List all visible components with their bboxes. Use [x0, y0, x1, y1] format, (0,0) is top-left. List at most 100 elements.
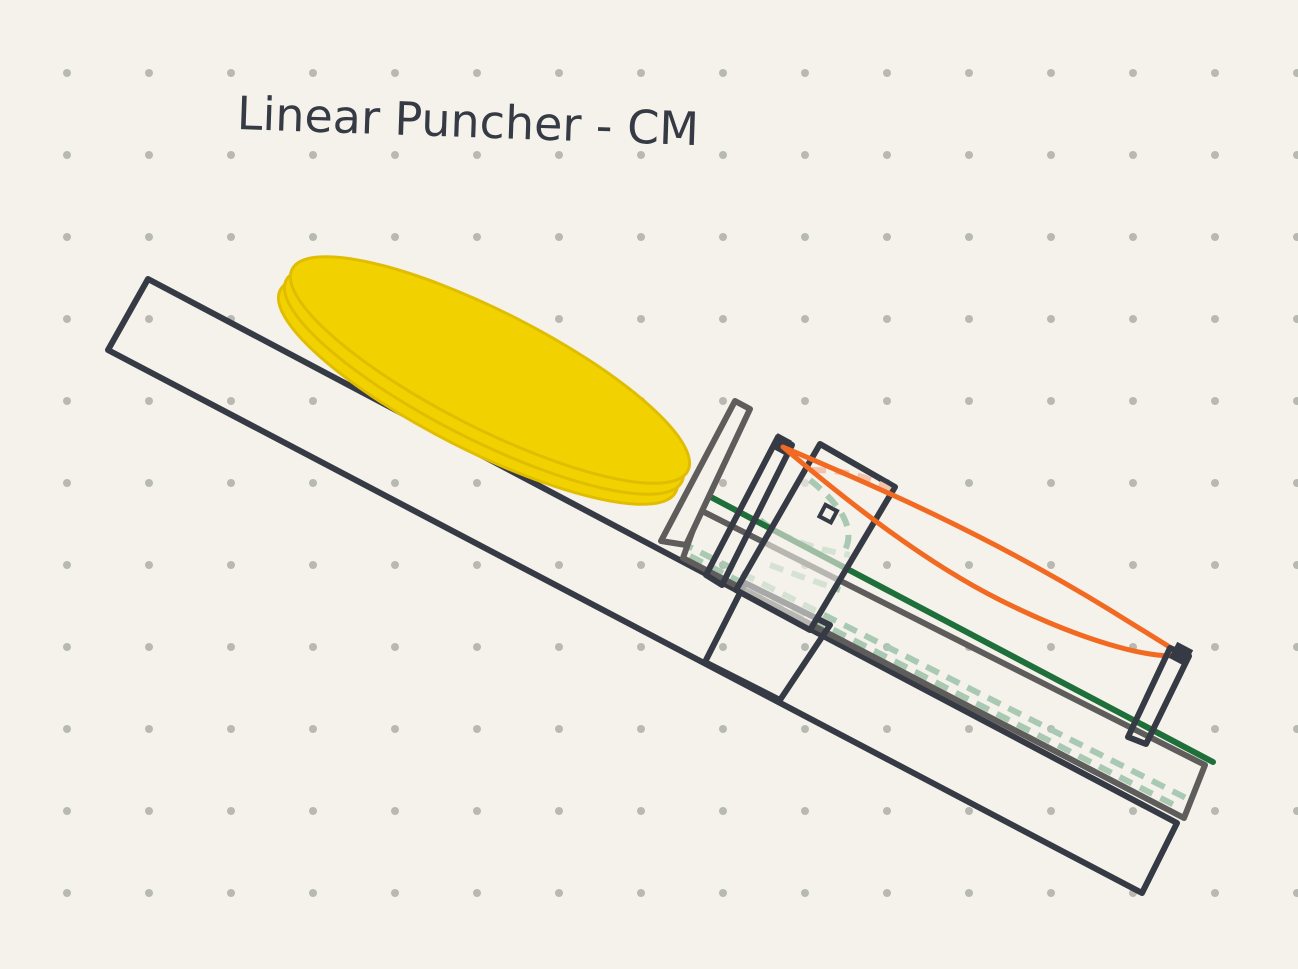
- grid-dot: [309, 643, 317, 651]
- grid-dot: [719, 69, 727, 77]
- grid-dot: [391, 561, 399, 569]
- grid-dot: [309, 397, 317, 405]
- grid-dot: [391, 643, 399, 651]
- grid-dot: [801, 889, 809, 897]
- grid-dot: [719, 151, 727, 159]
- grid-dot: [555, 69, 563, 77]
- grid-dot: [883, 69, 891, 77]
- base-board: [105, 276, 1180, 896]
- grid-dot: [227, 69, 235, 77]
- grid-dot: [1211, 807, 1219, 815]
- grid-dot: [1293, 725, 1298, 733]
- grid-dot: [883, 807, 891, 815]
- grid-dot: [391, 807, 399, 815]
- grid-dot: [801, 643, 809, 651]
- grid-dot: [1211, 889, 1219, 897]
- grid-dot: [719, 725, 727, 733]
- grid-dot: [637, 69, 645, 77]
- grid-dot: [1211, 69, 1219, 77]
- grid-dot: [1047, 233, 1055, 241]
- grid-dot: [145, 725, 153, 733]
- grid-dot: [555, 889, 563, 897]
- grid-dot: [965, 151, 973, 159]
- grid-dot: [965, 561, 973, 569]
- grid-dot: [227, 151, 235, 159]
- grid-dot: [1047, 151, 1055, 159]
- grid-dot: [637, 151, 645, 159]
- grid-dot: [227, 807, 235, 815]
- grid-dot: [1047, 69, 1055, 77]
- grid-dot: [227, 561, 235, 569]
- grid-dot: [145, 233, 153, 241]
- grid-dot: [473, 479, 481, 487]
- grid-dot: [965, 315, 973, 323]
- slider-block: [733, 441, 898, 633]
- grid-dot: [309, 479, 317, 487]
- grid-dot: [637, 233, 645, 241]
- grid-dot: [1293, 69, 1298, 77]
- grid-dot: [719, 643, 727, 651]
- grid-dot: [883, 561, 891, 569]
- grid-dot: [965, 889, 973, 897]
- grid-dot: [1211, 479, 1219, 487]
- grid-dot: [309, 725, 317, 733]
- grid-dot: [63, 479, 71, 487]
- grid-dot: [63, 725, 71, 733]
- grid-dot: [555, 561, 563, 569]
- grid-dot: [883, 725, 891, 733]
- grid-dot: [63, 397, 71, 405]
- grid-dot: [1293, 315, 1298, 323]
- grid-dot: [63, 151, 71, 159]
- grid-dot: [227, 889, 235, 897]
- grid-dot: [555, 151, 563, 159]
- grid-dot: [1129, 151, 1137, 159]
- grid-dot: [965, 397, 973, 405]
- grid-dot: [637, 561, 645, 569]
- grid-dot: [1211, 151, 1219, 159]
- grid-dot: [555, 233, 563, 241]
- grid-dot: [555, 643, 563, 651]
- grid-dot: [1047, 397, 1055, 405]
- grid-dot: [309, 889, 317, 897]
- grid-dot: [1293, 233, 1298, 241]
- grid-dot: [309, 233, 317, 241]
- grid-dot: [1047, 643, 1055, 651]
- grid-dot: [1129, 233, 1137, 241]
- grid-dot: [227, 233, 235, 241]
- grid-dot: [63, 807, 71, 815]
- grid-dot: [63, 233, 71, 241]
- grid-dot: [1211, 643, 1219, 651]
- grid-dot: [801, 807, 809, 815]
- grid-dot: [1047, 889, 1055, 897]
- grid-dot: [227, 479, 235, 487]
- grid-dot: [801, 233, 809, 241]
- grid-dot: [309, 561, 317, 569]
- grid-dot: [63, 315, 71, 323]
- grid-dot: [309, 69, 317, 77]
- grid-dot: [145, 69, 153, 77]
- grid-dot: [145, 889, 153, 897]
- grid-dot: [145, 643, 153, 651]
- grid-dot: [637, 807, 645, 815]
- grid-dot: [1211, 233, 1219, 241]
- grid-dot: [637, 643, 645, 651]
- grid-dot: [1129, 479, 1137, 487]
- grid-dot: [391, 69, 399, 77]
- grid-dot: [719, 233, 727, 241]
- grid-dot: [473, 561, 481, 569]
- grid-dot: [473, 233, 481, 241]
- grid-dot: [1129, 397, 1137, 405]
- grid-dot: [391, 233, 399, 241]
- grid-dot: [63, 69, 71, 77]
- grid-dot: [391, 889, 399, 897]
- grid-dot: [227, 643, 235, 651]
- grid-dot: [555, 807, 563, 815]
- grid-dot: [801, 151, 809, 159]
- grid-dot: [1047, 807, 1055, 815]
- grid-dot: [63, 889, 71, 897]
- grid-dot: [473, 725, 481, 733]
- grid-dot: [309, 807, 317, 815]
- grid-dot: [1129, 807, 1137, 815]
- stopper-plate: [658, 398, 753, 548]
